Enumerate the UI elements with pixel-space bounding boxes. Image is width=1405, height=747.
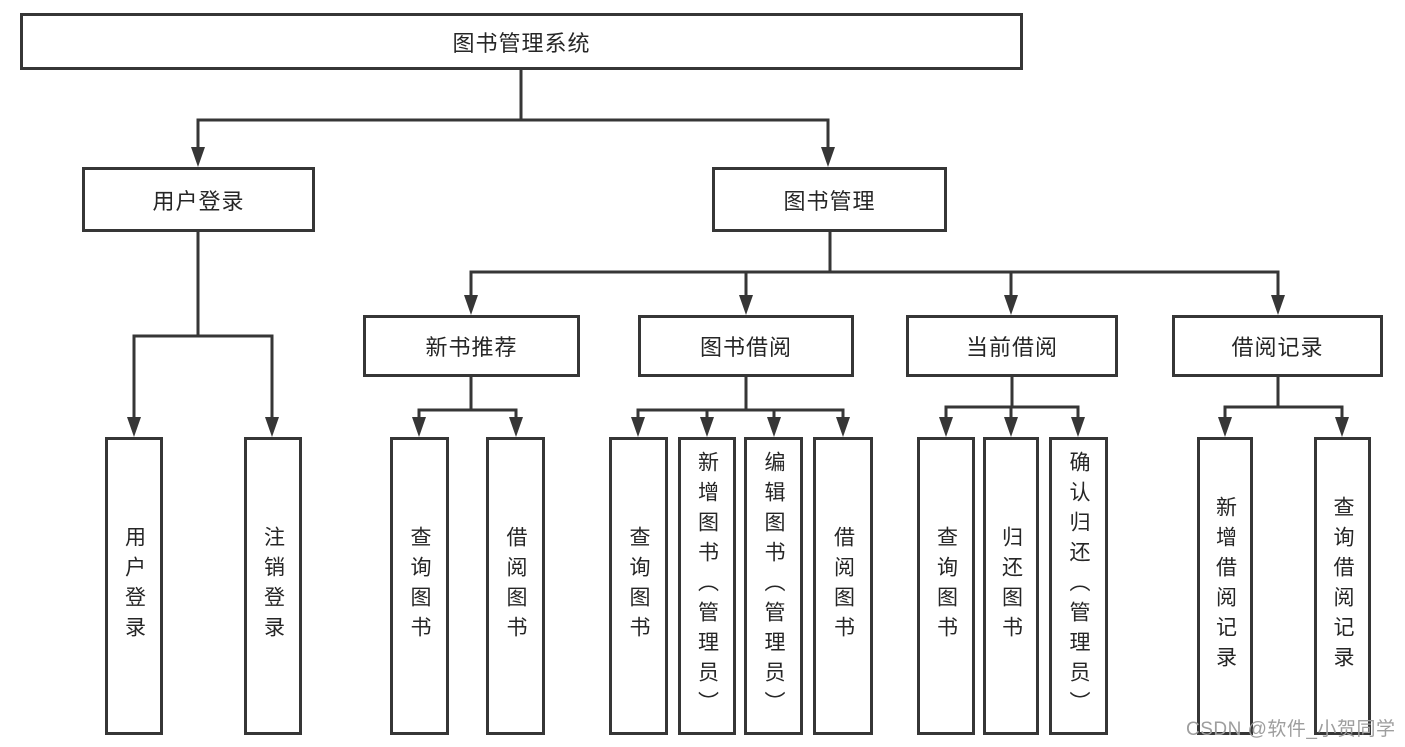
leaf-query-books-newbooks-label: 查询图书 <box>408 526 431 646</box>
connector-book-borrow-to-leaves <box>631 377 850 437</box>
node-book-borrow-label: 图书借阅 <box>699 335 792 360</box>
node-new-books-label: 新书推荐 <box>425 335 518 360</box>
leaf-add-borrow-record-label: 新增借阅记录 <box>1213 496 1237 676</box>
leaf-return-books: 归还图书 <box>983 437 1039 735</box>
leaf-query-books-current: 查询图书 <box>917 437 975 735</box>
node-current-borrow-label: 当前借阅 <box>965 335 1058 360</box>
node-book-mgmt: 图书管理 <box>712 167 947 232</box>
leaf-logout-label: 注销登录 <box>261 526 285 646</box>
leaf-query-books-borrow-label: 查询图书 <box>627 526 650 646</box>
connector-root-to-level2 <box>191 70 835 167</box>
node-new-books: 新书推荐 <box>363 315 580 377</box>
leaf-confirm-return-admin: 确认归还（管理员） <box>1049 437 1108 735</box>
leaf-query-books-current-label: 查询图书 <box>934 526 958 646</box>
connector-borrow-records-to-leaves <box>1218 377 1349 437</box>
connector-user-login-to-leaves <box>127 232 279 437</box>
node-user-login-label: 用户登录 <box>152 188 245 214</box>
node-root: 图书管理系统 <box>20 13 1023 70</box>
leaf-add-books-admin: 新增图书（管理员） <box>678 437 736 735</box>
leaf-user-login-label: 用户登录 <box>122 526 146 646</box>
leaf-query-books-newbooks: 查询图书 <box>390 437 449 735</box>
leaf-borrow-books: 借阅图书 <box>813 437 873 735</box>
leaf-edit-books-admin: 编辑图书（管理员） <box>744 437 803 735</box>
connector-new-books-to-leaves <box>412 377 523 437</box>
leaf-user-login: 用户登录 <box>105 437 163 735</box>
node-book-mgmt-label: 图书管理 <box>783 188 876 214</box>
leaf-borrow-books-newbooks-label: 借阅图书 <box>504 526 527 646</box>
node-root-label: 图书管理系统 <box>452 30 591 56</box>
node-current-borrow: 当前借阅 <box>906 315 1118 377</box>
leaf-return-books-label: 归还图书 <box>999 526 1023 646</box>
node-borrow-records: 借阅记录 <box>1172 315 1383 377</box>
leaf-add-books-admin-label: 新增图书（管理员） <box>695 451 719 721</box>
leaf-logout: 注销登录 <box>244 437 302 735</box>
leaf-add-borrow-record: 新增借阅记录 <box>1197 437 1253 735</box>
leaf-edit-books-admin-label: 编辑图书（管理员） <box>762 451 785 721</box>
connector-current-borrow-to-leaves <box>939 377 1085 437</box>
connector-book-mgmt-to-level3 <box>464 232 1285 315</box>
leaf-confirm-return-admin-label: 确认归还（管理员） <box>1067 451 1090 721</box>
csdn-watermark: CSDN @软件_小贺同学 <box>1186 719 1396 740</box>
node-book-borrow: 图书借阅 <box>638 315 854 377</box>
node-borrow-records-label: 借阅记录 <box>1231 335 1324 360</box>
leaf-borrow-books-newbooks: 借阅图书 <box>486 437 545 735</box>
node-user-login: 用户登录 <box>82 167 315 232</box>
leaf-query-books-borrow: 查询图书 <box>609 437 668 735</box>
leaf-query-borrow-record: 查询借阅记录 <box>1314 437 1371 735</box>
leaf-borrow-books-label: 借阅图书 <box>831 526 855 646</box>
leaf-query-borrow-record-label: 查询借阅记录 <box>1331 496 1354 676</box>
